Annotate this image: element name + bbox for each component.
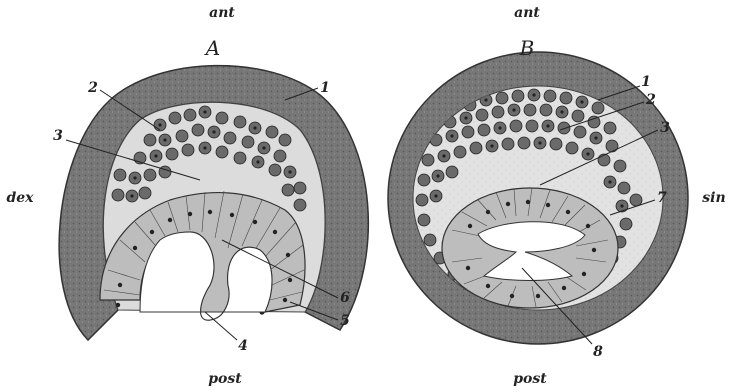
orientation-dex: dex xyxy=(6,190,34,206)
panel-b-label: B xyxy=(519,36,535,60)
section-b-callout-3: 3 xyxy=(660,120,670,136)
section-a-callout-5: 5 xyxy=(340,313,350,329)
panel-a-label: A xyxy=(204,36,220,60)
orientation-ant-right: ant xyxy=(514,5,540,21)
section-b-callout-2: 2 xyxy=(645,92,656,108)
section-a-callout-4: 4 xyxy=(238,338,248,354)
section-b-callout-1: 1 xyxy=(641,74,651,90)
section-a-callout-3: 3 xyxy=(53,128,63,144)
section-a-leader-4 xyxy=(205,312,237,340)
orientation-post-right: post xyxy=(513,371,547,387)
section-a-callout-6: 6 xyxy=(340,290,350,306)
section-a-callout-2: 2 xyxy=(87,80,98,96)
orientation-sin: sin xyxy=(702,190,725,206)
section-a: A 1 2 3 4 5 6 xyxy=(53,36,368,354)
section-b-callout-7: 7 xyxy=(657,190,667,206)
section-b-callout-8: 8 xyxy=(593,344,603,360)
orientation-post-left: post xyxy=(208,371,242,387)
section-b: B 1 2 3 7 8 xyxy=(388,36,688,360)
section-a-callout-1: 1 xyxy=(320,80,330,96)
orientation-ant-left: ant xyxy=(209,5,235,21)
